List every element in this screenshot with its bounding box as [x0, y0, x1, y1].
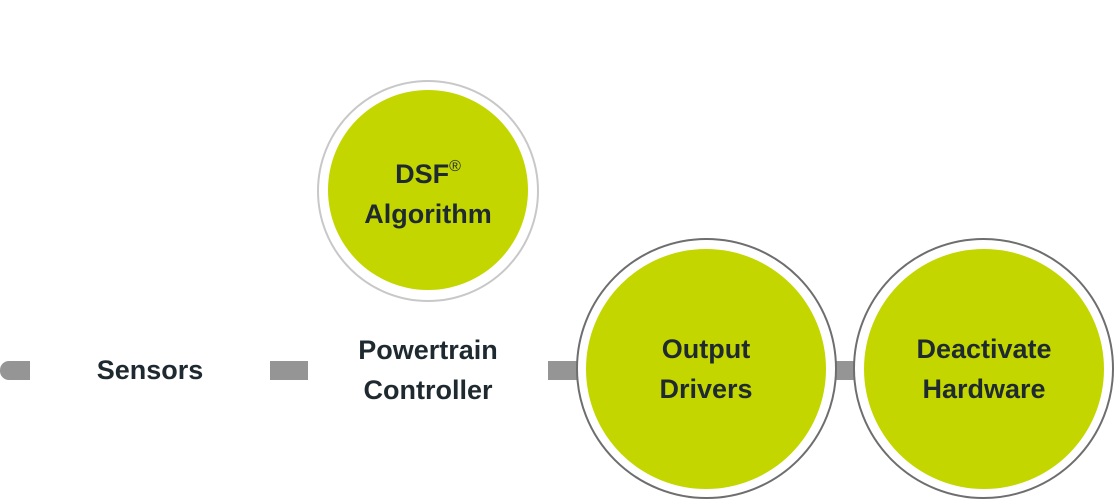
connector-sensors-powertrain — [270, 361, 308, 380]
algorithm-label-line1: DSF® — [395, 147, 461, 194]
sensors-node: Sensors — [60, 350, 240, 390]
powertrain-controller-label-line1: Powertrain — [358, 335, 498, 365]
deactivate-hardware-label-line2: Hardware — [922, 374, 1046, 404]
deactivate-hardware-label-line1: Deactivate — [916, 334, 1052, 364]
output-drivers-label-line2: Drivers — [659, 374, 753, 404]
output-drivers-node: Output Drivers — [586, 249, 826, 489]
output-drivers-label-line1: Output — [661, 334, 751, 364]
algorithm-label-line2: Algorithm — [364, 198, 492, 229]
deactivate-hardware-node: Deactivate Hardware — [864, 249, 1104, 489]
dsf-text: DSF — [395, 158, 450, 189]
registered-mark: ® — [449, 157, 461, 175]
powertrain-controller-node: Powertrain Controller — [318, 330, 538, 410]
algorithm-node: DSF® Algorithm — [328, 90, 528, 290]
powertrain-controller-label-line2: Controller — [363, 375, 493, 405]
connector-start — [0, 361, 30, 380]
sensors-label: Sensors — [96, 355, 204, 385]
